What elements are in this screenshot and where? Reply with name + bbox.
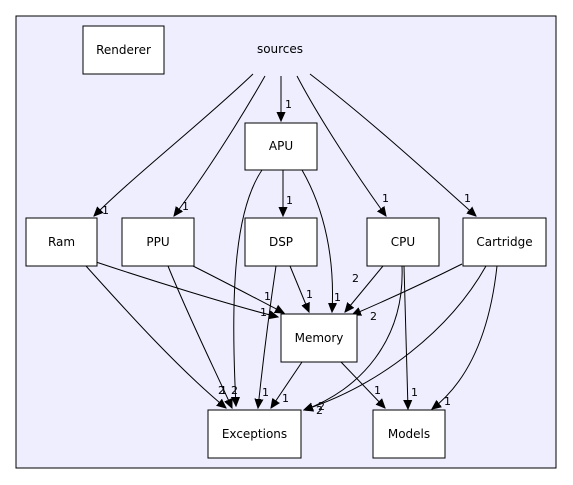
node-ram[interactable]: Ram xyxy=(25,217,98,267)
edge-sources-ppu[interactable]: 1 xyxy=(174,75,266,216)
node-dsp[interactable]: DSP xyxy=(244,217,318,267)
edge-cpu-models[interactable]: 1 xyxy=(404,265,418,409)
node-ppu-label: PPU xyxy=(146,235,169,249)
edge-sources-apu[interactable]: 1 xyxy=(281,76,292,121)
edge-cartridge-exceptions-weight: 2 xyxy=(318,400,325,413)
edge-apu-dsp-weight: 1 xyxy=(286,194,293,207)
edge-dsp-memory-weight: 1 xyxy=(306,288,313,301)
edge-sources-cpu-weight: 1 xyxy=(382,192,389,205)
edge-cartridge-models-weight: 1 xyxy=(444,395,451,408)
edge-cartridge-memory-weight: 2 xyxy=(370,310,377,323)
edge-memory-models[interactable]: 1 xyxy=(340,361,385,408)
edge-ram-memory[interactable]: 1 xyxy=(95,261,278,319)
edge-ppu-exceptions[interactable]: 2 xyxy=(167,265,238,408)
node-memory-label: Memory xyxy=(295,331,344,345)
edge-dsp-exceptions[interactable]: 1 xyxy=(258,265,277,408)
edge-memory-models-weight: 1 xyxy=(374,384,381,397)
edge-sources-apu-weight: 1 xyxy=(285,98,292,111)
edge-cpu-exceptions[interactable]: 2 xyxy=(304,265,403,417)
node-apu-label: APU xyxy=(269,139,293,153)
node-dsp-label: DSP xyxy=(269,235,293,249)
edge-ppu-memory-weight: 1 xyxy=(264,290,271,303)
node-exceptions[interactable]: Exceptions xyxy=(207,409,302,459)
edge-cartridge-models[interactable]: 1 xyxy=(432,265,498,409)
nodes-layer: Renderer APU Ram PPU DSP CPU Cartridge xyxy=(25,25,547,459)
edge-ppu-exceptions-weight: 2 xyxy=(231,384,238,397)
node-exceptions-label: Exceptions xyxy=(222,427,287,441)
edge-apu-dsp[interactable]: 1 xyxy=(283,170,293,216)
edge-apu-memory-weight: 1 xyxy=(334,291,341,304)
edge-memory-exceptions[interactable]: 1 xyxy=(271,361,303,408)
node-cartridge[interactable]: Cartridge xyxy=(462,217,547,267)
edge-sources-cartridge-weight: 1 xyxy=(464,192,471,205)
edge-cpu-memory[interactable]: 2 xyxy=(345,265,384,312)
edge-ppu-memory[interactable]: 1 xyxy=(192,265,284,313)
edge-sources-ram[interactable]: 1 xyxy=(94,73,254,217)
node-renderer[interactable]: Renderer xyxy=(82,25,165,75)
node-cpu[interactable]: CPU xyxy=(366,217,440,267)
node-renderer-label: Renderer xyxy=(96,43,151,57)
edge-apu-memory[interactable]: 1 xyxy=(301,169,341,312)
edge-apu-exceptions-weight: 2 xyxy=(218,384,225,397)
node-ppu[interactable]: PPU xyxy=(121,217,195,267)
edge-sources-cpu[interactable]: 1 xyxy=(296,75,389,216)
edge-cartridge-exceptions[interactable]: 2 xyxy=(304,265,487,413)
edge-sources-cartridge[interactable]: 1 xyxy=(309,73,476,216)
edge-cpu-exceptions-weight: 2 xyxy=(316,404,323,417)
edges-layer: 1 1 1 1 1 1 1 xyxy=(85,73,498,417)
node-models-label: Models xyxy=(388,427,430,441)
node-models[interactable]: Models xyxy=(372,409,446,459)
edge-apu-exceptions[interactable]: 2 xyxy=(218,169,263,406)
node-cartridge-label: Cartridge xyxy=(476,235,532,249)
cluster-sources-label: sources xyxy=(257,42,303,56)
edge-sources-ppu-weight: 1 xyxy=(182,200,189,213)
edge-memory-exceptions-weight: 1 xyxy=(282,392,289,405)
edge-cpu-memory-weight: 2 xyxy=(352,272,359,285)
edge-cartridge-memory[interactable]: 2 xyxy=(352,263,463,323)
edge-ram-memory-weight: 1 xyxy=(260,306,267,319)
node-cpu-label: CPU xyxy=(391,235,415,249)
node-memory[interactable]: Memory xyxy=(280,313,358,363)
edge-dsp-memory[interactable]: 1 xyxy=(289,265,313,312)
edge-sources-ram-weight: 1 xyxy=(102,204,109,217)
node-apu[interactable]: APU xyxy=(244,122,318,171)
edge-dsp-exceptions-weight: 1 xyxy=(262,386,269,399)
edge-cpu-models-weight: 1 xyxy=(411,386,418,399)
node-ram-label: Ram xyxy=(48,235,75,249)
